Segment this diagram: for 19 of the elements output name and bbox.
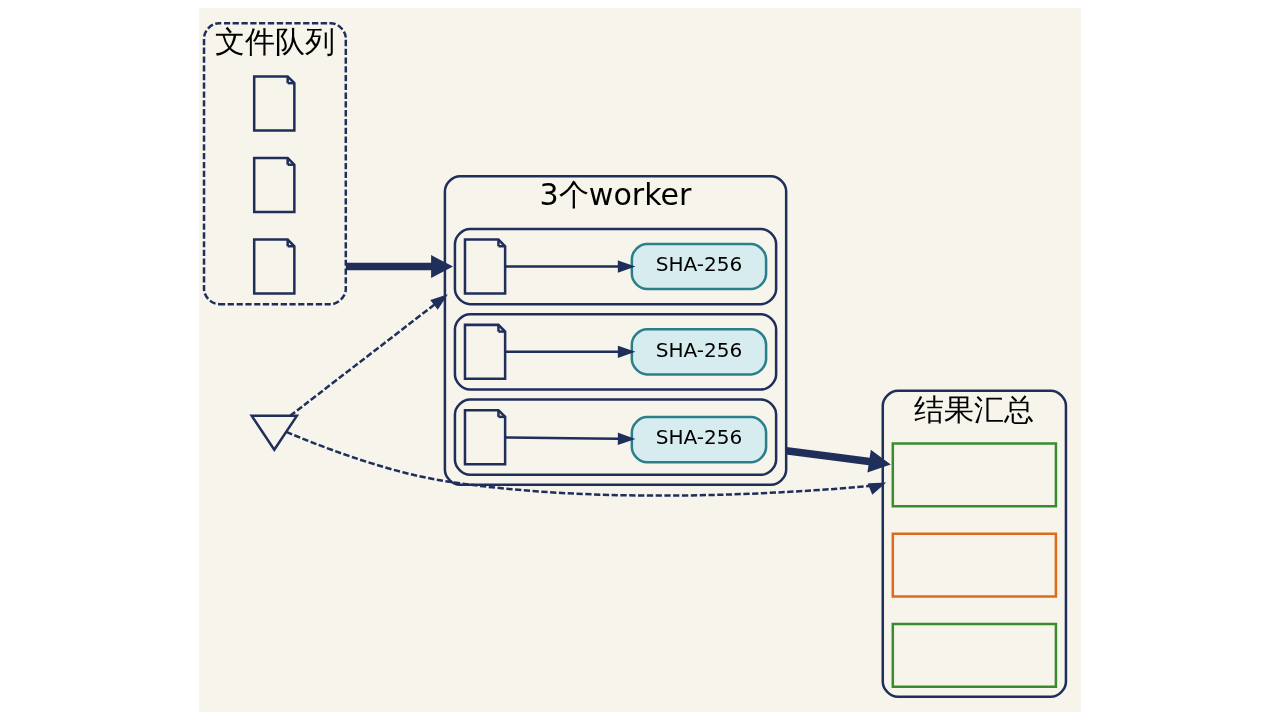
cluster: 结果汇总 [881, 389, 1068, 699]
node-box: SHA-256 [630, 415, 768, 464]
arrow [505, 260, 636, 273]
node-box [891, 532, 1058, 598]
cluster [453, 398, 778, 477]
arrow [285, 430, 887, 497]
arrow [505, 345, 636, 358]
node-hourglass [249, 414, 300, 452]
arrow [785, 447, 891, 473]
arrow [289, 294, 448, 417]
arrow [345, 255, 453, 279]
cluster [453, 227, 778, 306]
cluster [453, 312, 778, 391]
node-box [891, 622, 1058, 689]
node-box: SHA-256 [630, 328, 768, 376]
node-box: SHA-256 [630, 242, 768, 291]
node-box [891, 442, 1058, 508]
arrow [505, 432, 636, 445]
cluster: 文件队列 [202, 21, 348, 306]
